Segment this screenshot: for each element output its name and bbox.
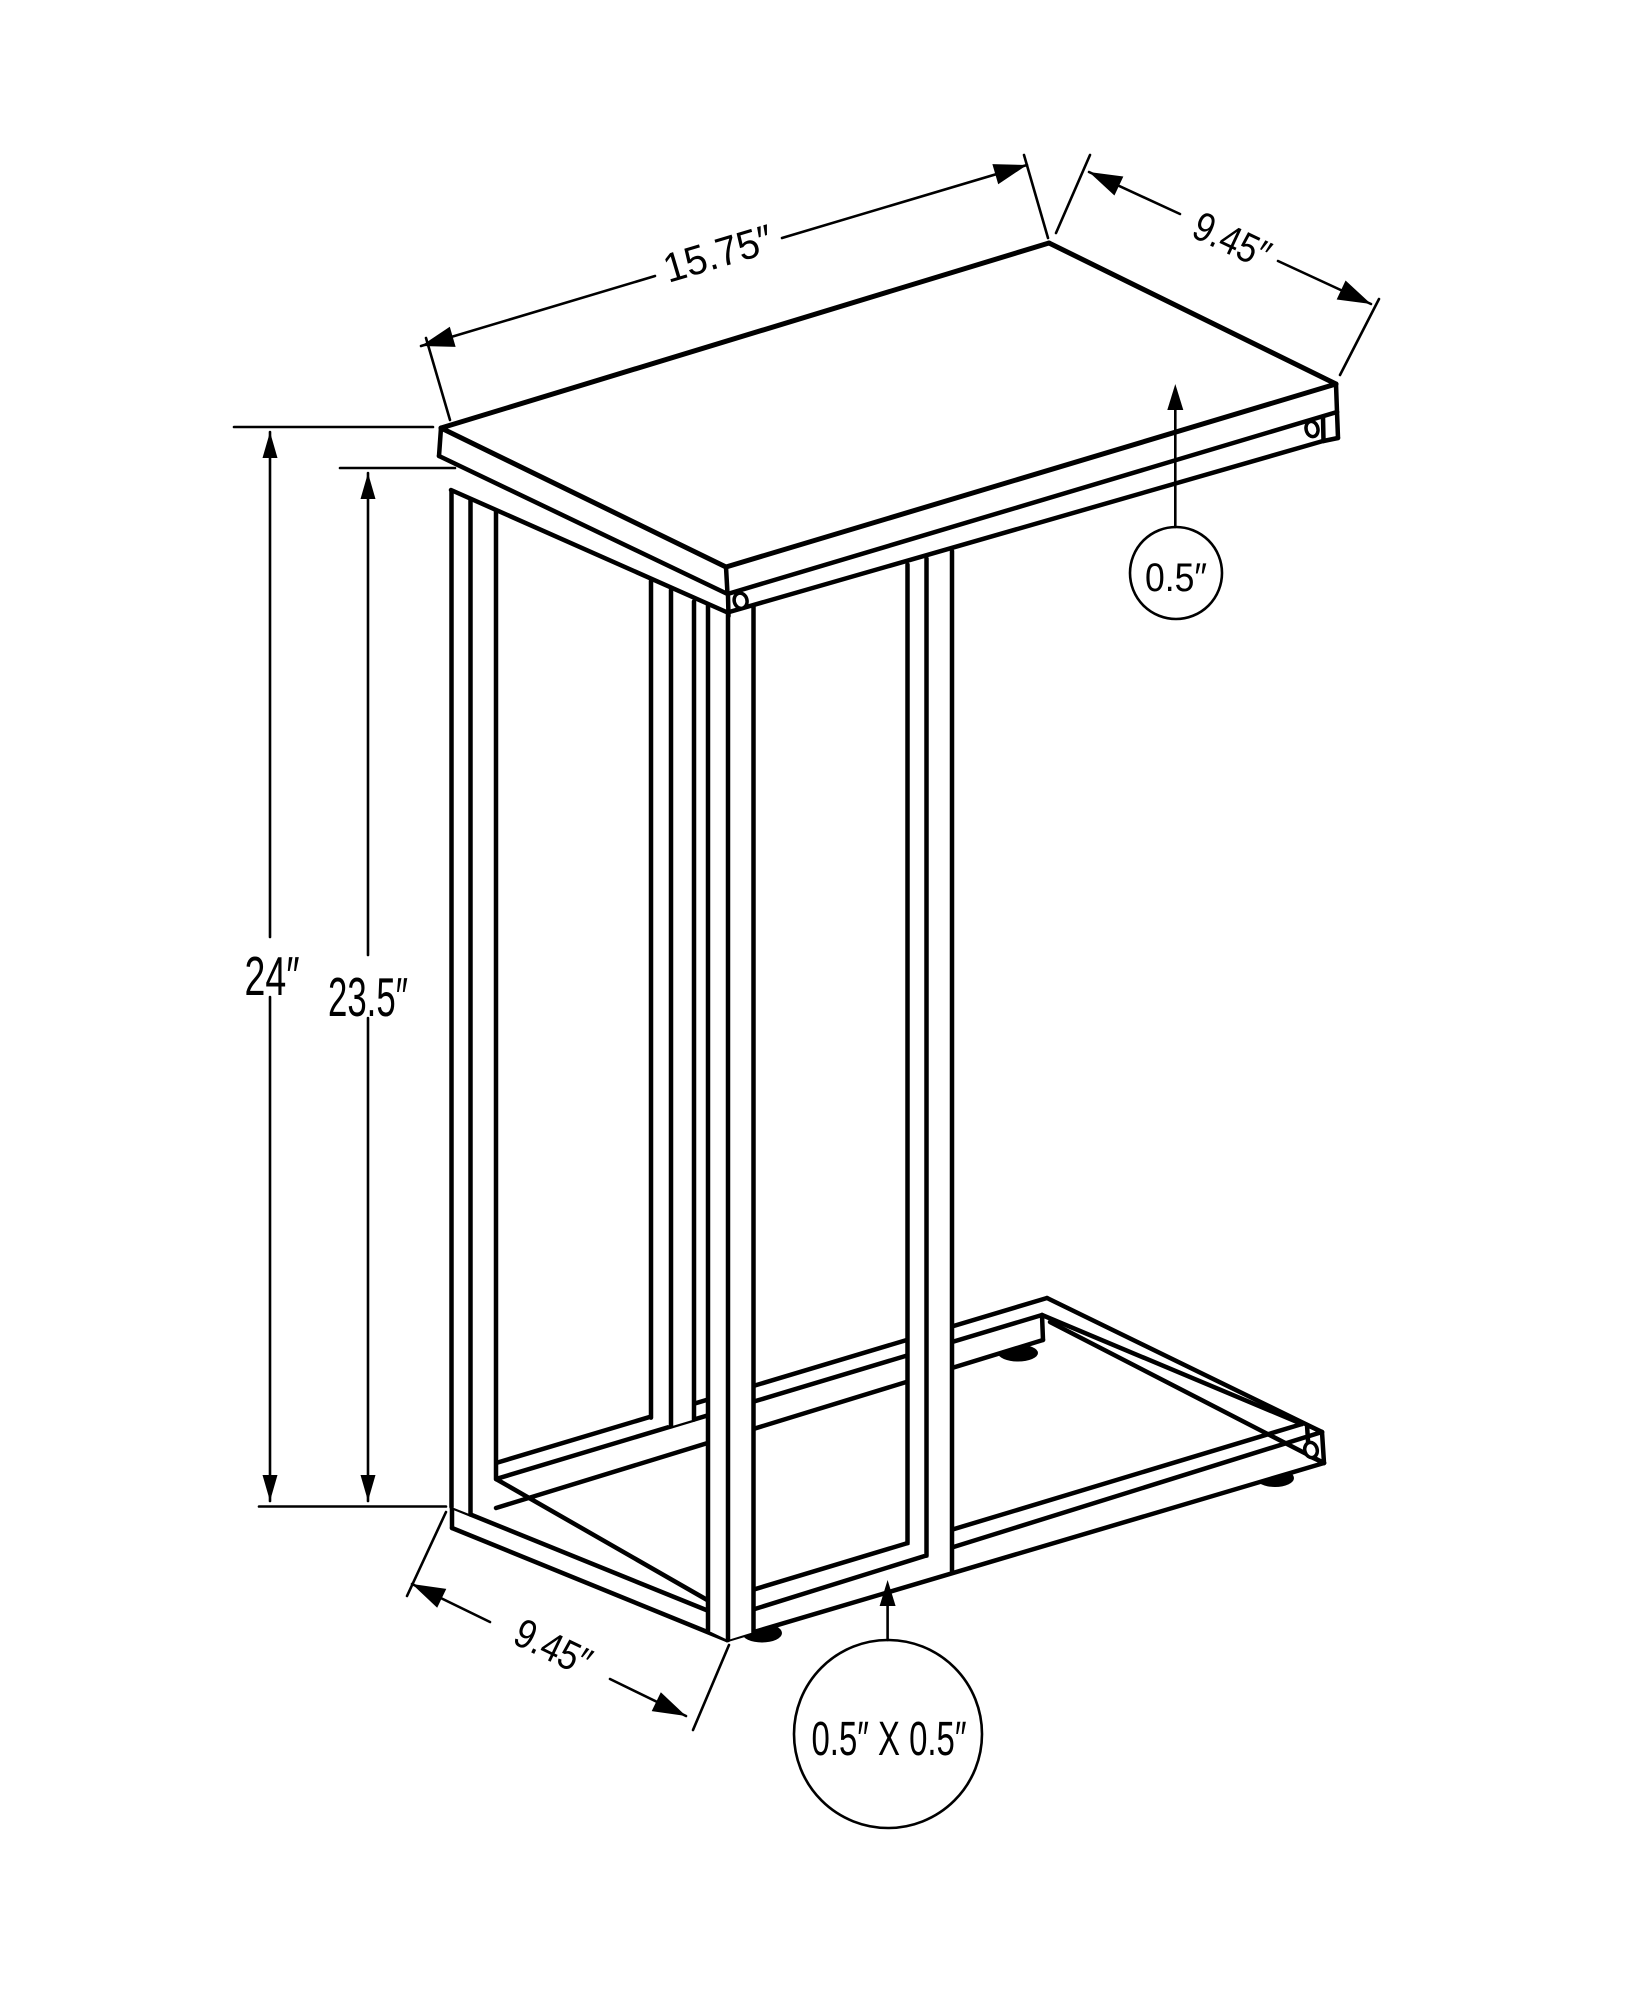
svg-text:0.5″: 0.5″ [1145, 556, 1207, 600]
svg-text:23.5″: 23.5″ [328, 966, 408, 1028]
svg-text:0.5″ X 0.5″: 0.5″ X 0.5″ [812, 1713, 967, 1766]
svg-text:24″: 24″ [245, 945, 300, 1007]
